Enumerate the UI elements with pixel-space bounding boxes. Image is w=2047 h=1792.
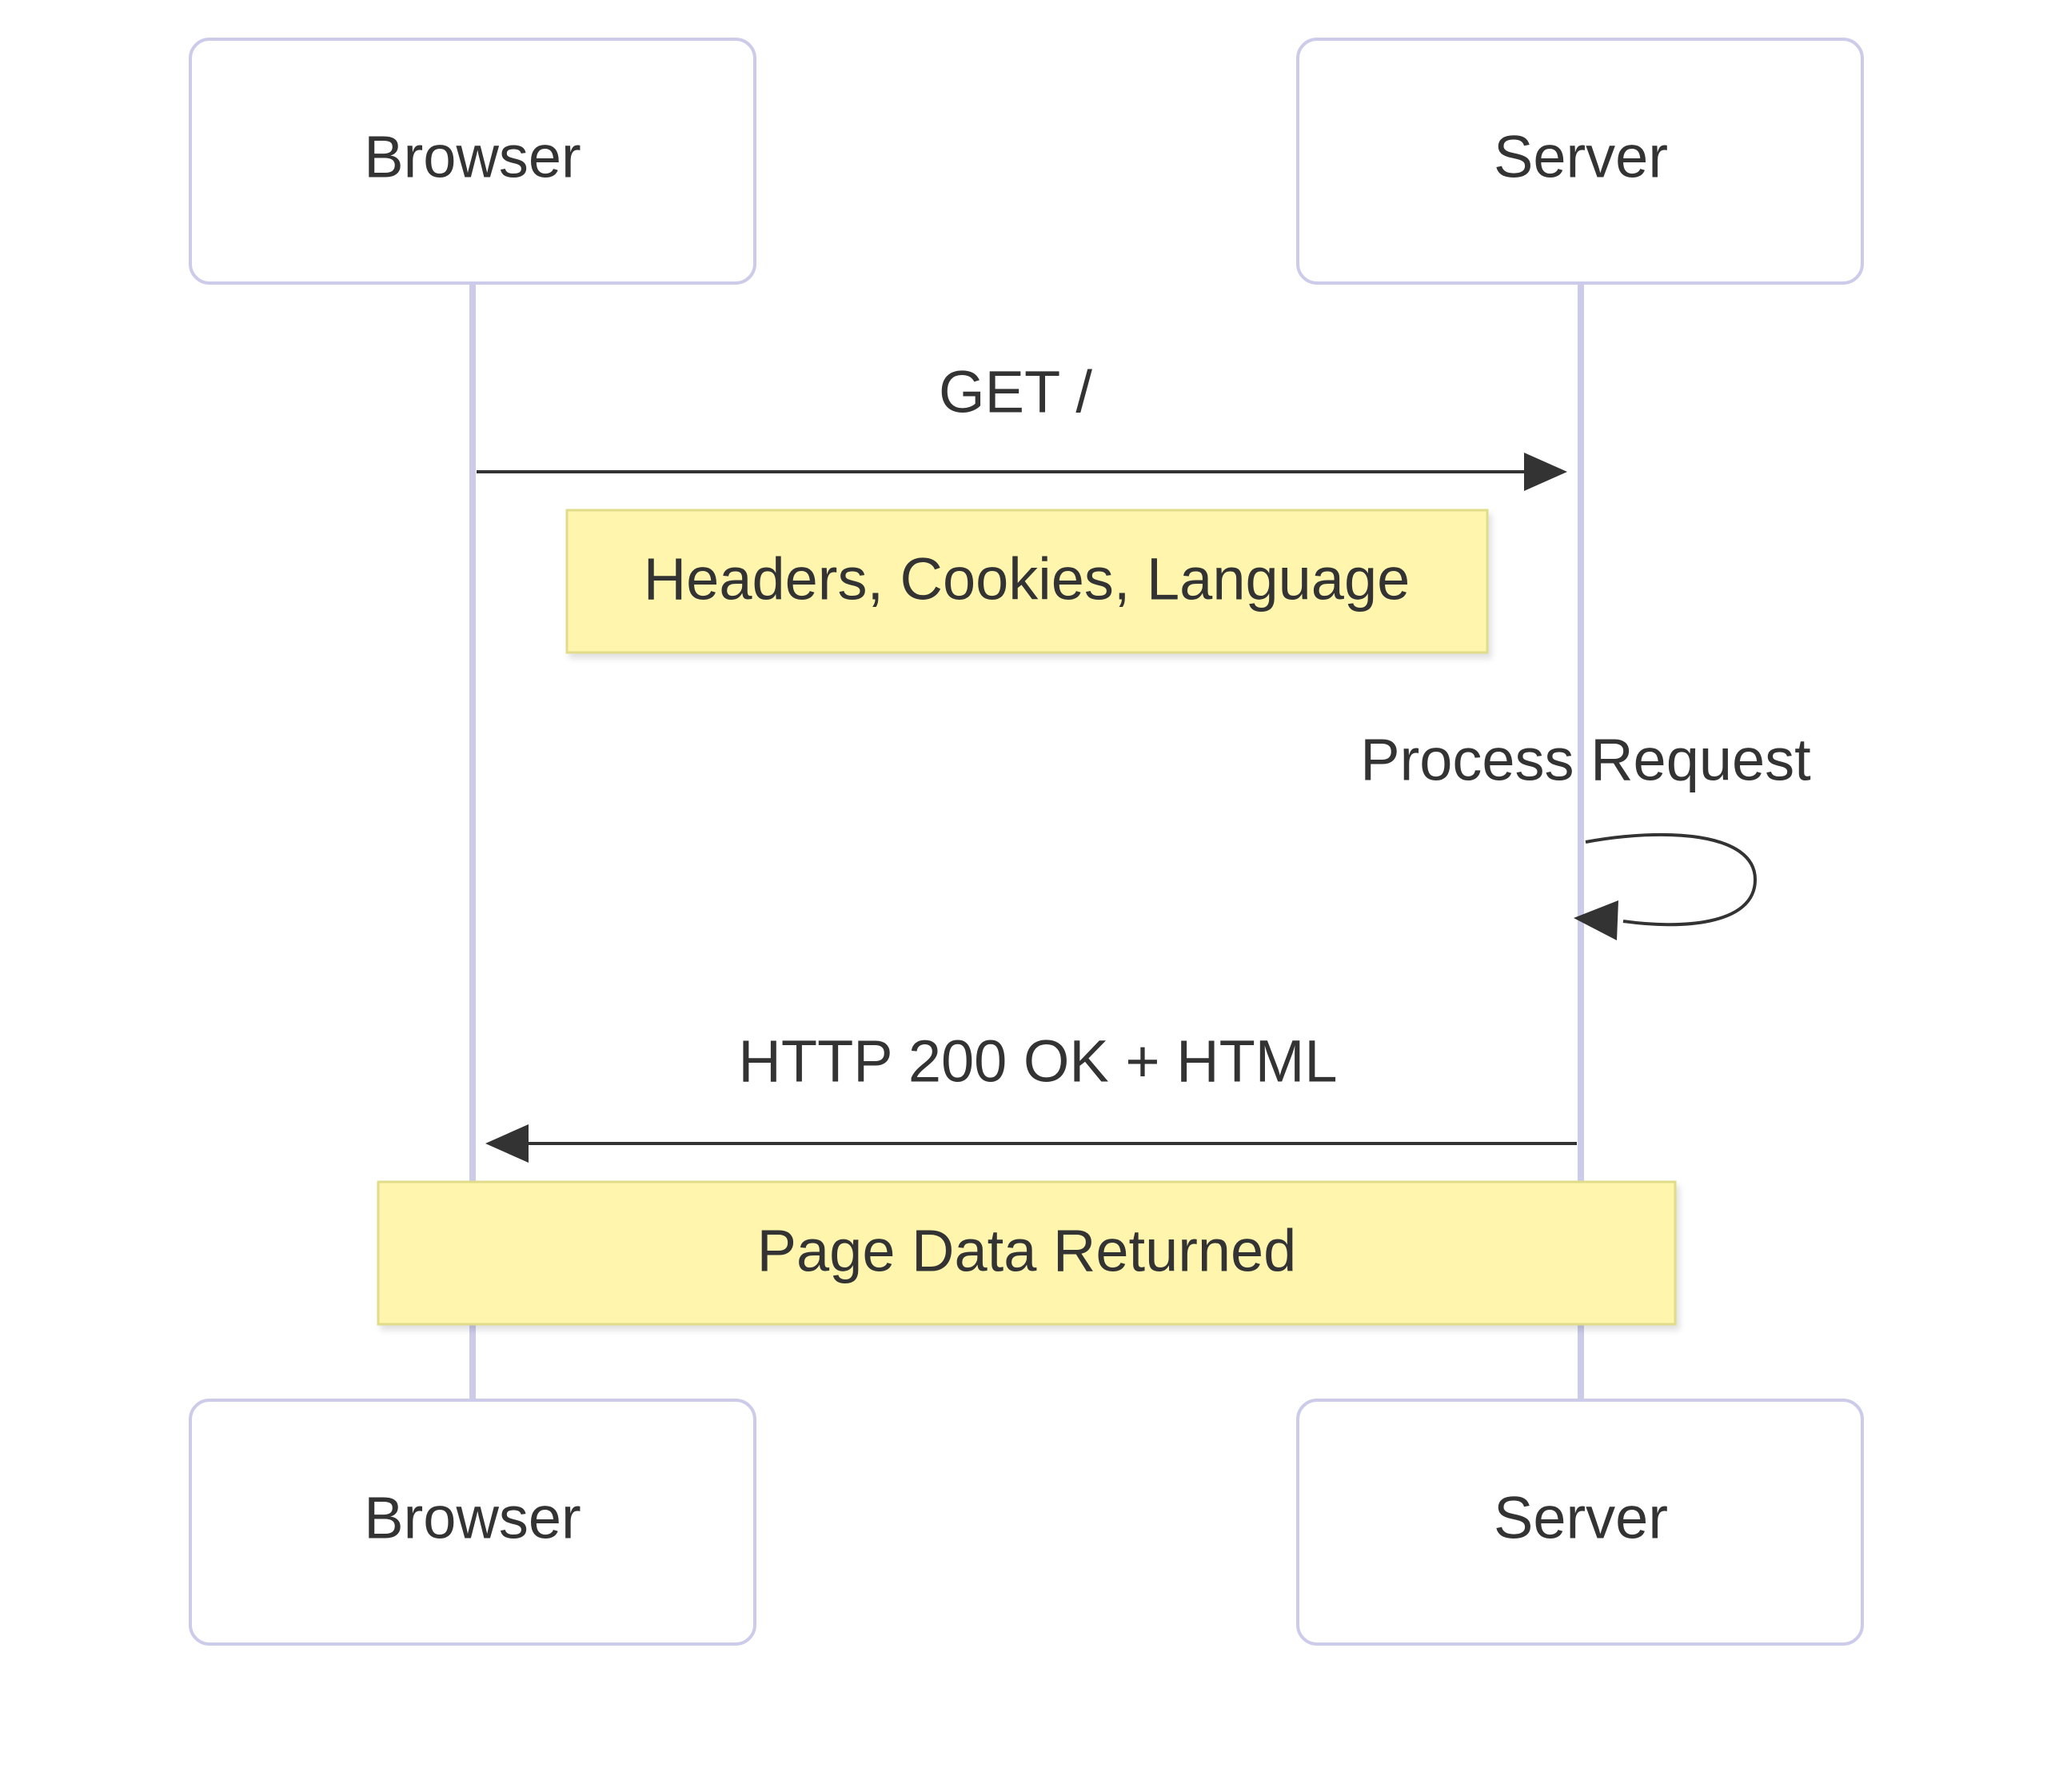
actor-browser-bottom[interactable]: Browser [189,1399,756,1646]
message-get-label: GET / [939,359,1092,425]
message-http-200[interactable]: HTTP 200 OK + HTML [485,1028,1577,1163]
message-process-request[interactable]: Process Request [1360,727,1811,940]
message-http-200-arrowhead [485,1124,529,1163]
message-process-request-loop [1585,832,1758,927]
actor-server-top[interactable]: Server [1296,38,1864,285]
actor-server-bottom[interactable]: Server [1296,1399,1864,1646]
actor-server-top-label: Server [1494,124,1668,190]
actor-server-bottom-label: Server [1494,1485,1668,1551]
note-page-data[interactable] [377,1180,1677,1326]
message-process-request-label: Process Request [1360,727,1811,793]
note-page-data-label: Page Data Returned [757,1218,1297,1284]
message-get-arrowhead [1524,453,1567,491]
note-headers[interactable] [565,509,1489,654]
actor-browser-top-label: Browser [364,124,581,190]
note-headers-label: Headers, Cookies, Language [644,546,1411,613]
actor-browser-top[interactable]: Browser [189,38,756,285]
message-http-200-label: HTTP 200 OK + HTML [738,1028,1337,1095]
message-get[interactable]: GET / [477,359,1567,491]
actor-browser-bottom-label: Browser [364,1485,581,1551]
message-process-request-arrowhead [1574,900,1618,940]
